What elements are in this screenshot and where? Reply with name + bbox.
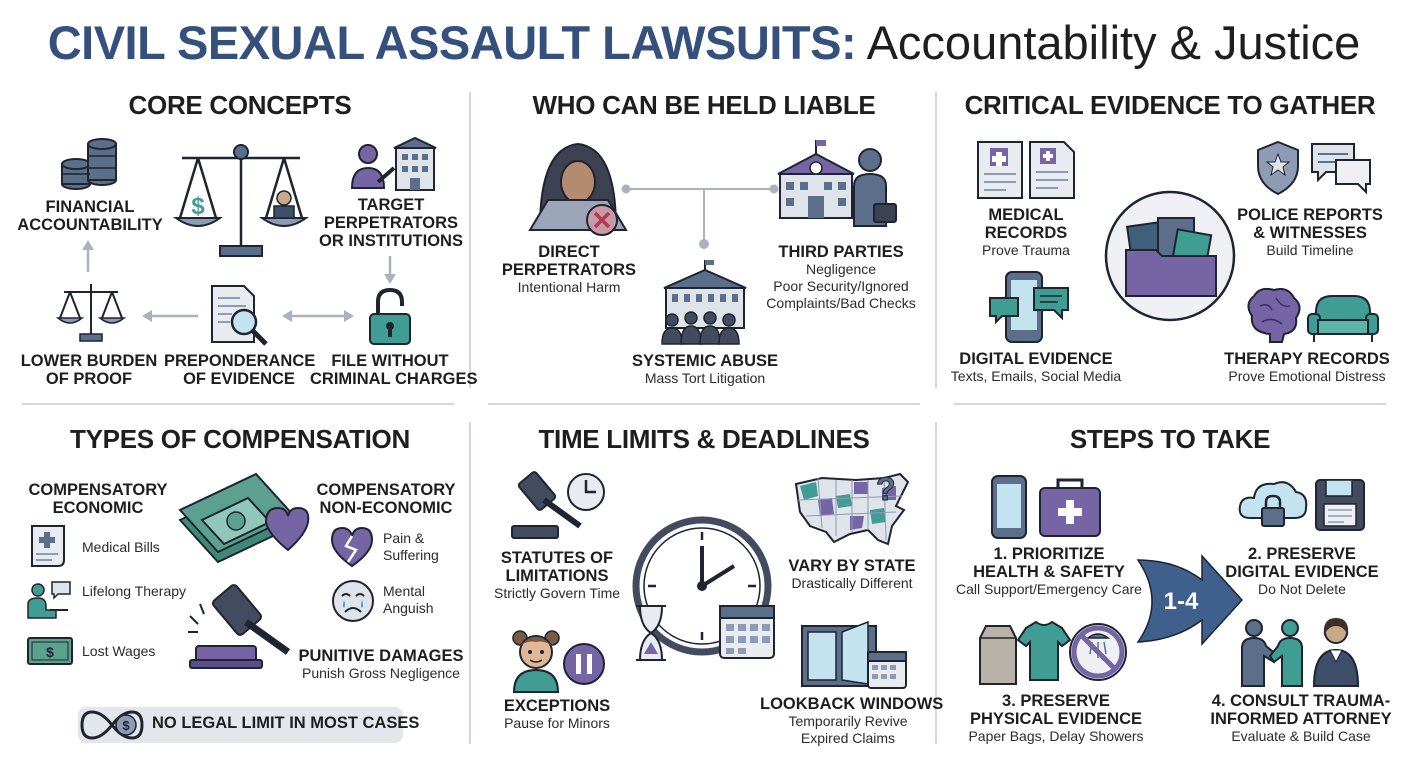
step-3-label: 3. PRESERVE PHYSICAL EVIDENCE Paper Bags… (968, 692, 1144, 744)
medical-bill-icon (31, 525, 65, 567)
third-parties-label: THIRD PARTIES Negligence Poor Security/I… (766, 243, 916, 311)
child-pause-icon (512, 630, 605, 693)
lookback-windows-label: LOOKBACK WINDOWS Temporarily Revive Expi… (760, 695, 944, 746)
divider-horizontal-1 (22, 403, 454, 405)
window-calendar-icon (801, 620, 907, 689)
systemic-abuse-label: SYSTEMIC ABUSE Mass Tort Litigation (631, 352, 779, 386)
steps-arrow-label: 1-4 (1163, 588, 1199, 615)
badge-and-speech-icon (1257, 140, 1371, 196)
step-1-label: 1. PRIORITIZE HEALTH & SAFETY Call Suppo… (956, 545, 1142, 597)
title-strong: CIVIL SEXUAL ASSAULT LAWSUITS: (47, 16, 857, 69)
coin-stack-icon (61, 138, 117, 190)
exceptions-label: EXCEPTIONS Pause for Minors (503, 697, 611, 731)
medical-records-icon (977, 141, 1075, 199)
us-map-icon: ? (794, 471, 910, 546)
arrow-down-icon (384, 256, 396, 284)
medical-bills-label: Medical Bills (82, 539, 160, 555)
hooded-person-laptop-icon (528, 142, 628, 236)
digital-evidence-label: DIGITAL EVIDENCE Texts, Emails, Social M… (950, 350, 1122, 384)
punitive-damages-label: PUNITIVE DAMAGES Punish Gross Negligence (298, 647, 464, 681)
therapy-session-icon (27, 581, 71, 619)
no-limit-badge-text: NO LEGAL LIMIT IN MOST CASES (152, 714, 420, 732)
brain-couch-icon (1247, 287, 1379, 343)
gavel-clock-icon (511, 471, 605, 539)
financial-accountability-label: FINANCIAL ACCOUNTABILITY (17, 198, 163, 234)
therapy-records-label: THERAPY RECORDS Prove Emotional Distress (1224, 350, 1390, 384)
svg-text:$: $ (46, 644, 54, 660)
handshake-attorney-icon (1241, 618, 1360, 687)
divider-vertical-1 (469, 92, 471, 388)
svg-text:?: ? (876, 471, 896, 507)
divider-horizontal-2 (488, 403, 920, 405)
target-perpetrators-label: TARGET PERPETRATORS OR INSTITUTIONS (319, 196, 463, 250)
lower-burden-label: LOWER BURDEN OF PROOF (20, 352, 158, 388)
police-reports-label: POLICE REPORTS & WITNESSES Build Timelin… (1237, 206, 1383, 258)
unlocked-padlock-icon (369, 287, 411, 345)
cash-bill-icon: $ (27, 637, 73, 665)
section-title-steps: STEPS TO TAKE (1069, 424, 1271, 454)
lifelong-therapy-label: Lifelong Therapy (82, 583, 187, 599)
svg-text:$: $ (191, 193, 205, 220)
evidence-folder-icon (1104, 190, 1236, 322)
medical-records-label: MEDICAL RECORDS Prove Trauma (982, 206, 1070, 258)
divider-vertical-2 (935, 92, 937, 388)
section-title-compensation: TYPES OF COMPENSATION (70, 424, 410, 454)
section-title-liable: WHO CAN BE HELD LIABLE (532, 90, 876, 120)
compensatory-noneconomic-heading: COMPENSATORY NON-ECONOMIC (316, 481, 456, 517)
page-title: CIVIL SEXUAL ASSAULT LAWSUITS: Accountab… (0, 14, 1408, 72)
section-title-evidence: CRITICAL EVIDENCE TO GATHER (964, 90, 1376, 120)
vary-by-state-label: VARY BY STATE Drastically Different (788, 557, 916, 591)
crying-face-icon (332, 580, 374, 622)
arrow-up-icon (82, 240, 94, 272)
small-scales-icon (55, 284, 127, 342)
step-4-label: 4. CONSULT TRAUMA- INFORMED ATTORNEY Eva… (1210, 692, 1392, 744)
clock-hourglass-calendar-icon (632, 516, 775, 661)
bag-shirt-noshower-icon (979, 620, 1127, 685)
divider-horizontal-3 (954, 403, 1386, 405)
person-and-building-icon (350, 136, 437, 191)
arrow-double-icon (282, 310, 354, 322)
divider-vertical-4 (935, 422, 937, 744)
institution-crowd-icon (661, 260, 747, 345)
cloud-lock-disk-icon (1238, 479, 1365, 531)
divider-vertical-3 (469, 422, 471, 744)
section-title-core: CORE CONCEPTS (128, 90, 352, 120)
phone-firstaid-icon (991, 475, 1101, 539)
preponderance-label: PREPONDERANCE OF EVIDENCE (164, 352, 316, 388)
compensatory-economic-heading: COMPENSATORY ECONOMIC (28, 481, 168, 517)
section-title-time: TIME LIMITS & DEADLINES (538, 424, 870, 454)
file-without-charges-label: FILE WITHOUT CRIMINAL CHARGES (310, 352, 478, 388)
connector-lines (621, 184, 779, 249)
broken-heart-icon (330, 526, 374, 568)
arrow-left-icon (142, 310, 198, 322)
step-2-label: 2. PRESERVE DIGITAL EVIDENCE Do Not Dele… (1225, 545, 1379, 597)
infinity-dollar-icon: $ (80, 710, 144, 740)
institution-person-icon (777, 140, 897, 227)
money-heart-icon (178, 472, 310, 564)
phone-chat-icon (989, 271, 1069, 343)
lost-wages-label: Lost Wages (82, 643, 156, 659)
steps-arrow-icon (1136, 554, 1244, 646)
scales-of-justice-icon: $ (172, 144, 310, 257)
mental-anguish-label: Mental Anguish (383, 583, 434, 616)
statutes-label: STATUTES OF LIMITATIONS Strictly Govern … (493, 549, 621, 601)
svg-text:$: $ (122, 718, 130, 733)
document-magnifier-icon (211, 285, 268, 346)
direct-perpetrators-label: DIRECT PERPETRATORS Intentional Harm (501, 243, 637, 295)
pain-suffering-label: Pain & Suffering (383, 530, 439, 563)
title-rest: Accountability & Justice (866, 16, 1361, 69)
gavel-icon (188, 584, 291, 669)
